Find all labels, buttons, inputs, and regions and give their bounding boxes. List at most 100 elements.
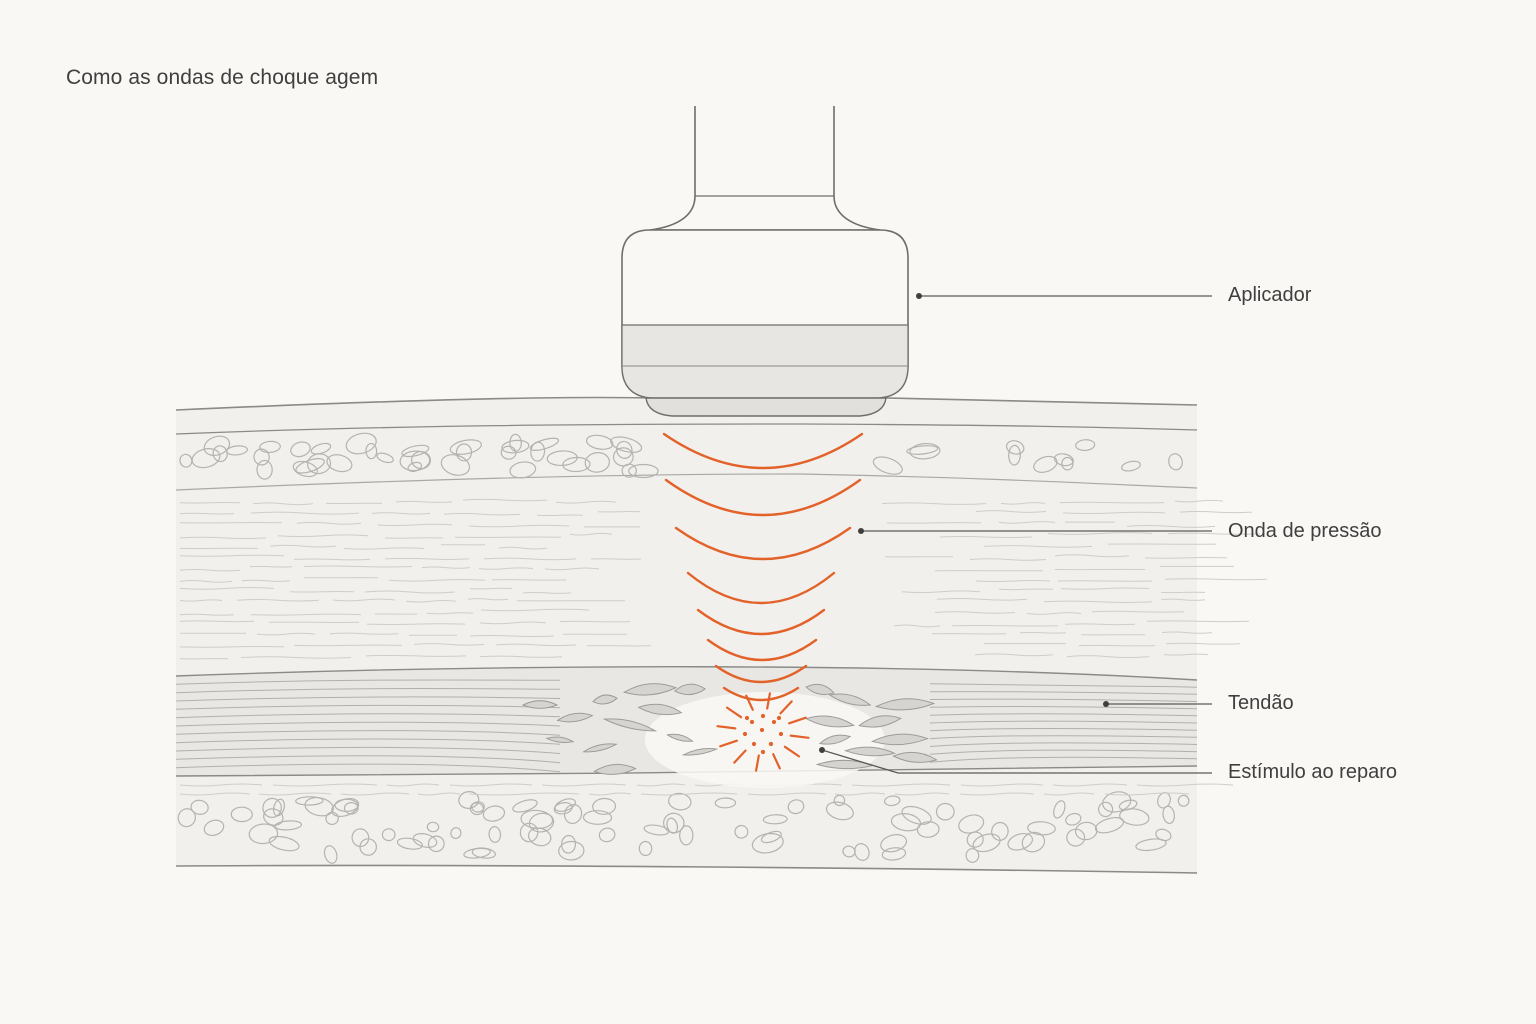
fat-cell xyxy=(585,434,614,450)
soft-fiber xyxy=(377,523,453,527)
soft-fiber xyxy=(479,655,563,658)
fiber-fragment xyxy=(843,746,897,757)
fat-cell xyxy=(1065,812,1082,826)
burst-ray xyxy=(745,694,754,711)
tendon-fiber xyxy=(175,696,561,702)
soft-fiber xyxy=(851,783,951,787)
diagram-title: Como as ondas de choque agem xyxy=(66,66,379,89)
soft-fiber xyxy=(1179,511,1253,514)
fat-cell xyxy=(412,833,438,848)
fat-cell xyxy=(598,827,616,843)
burst-dot xyxy=(778,731,784,737)
burst-ray xyxy=(733,749,747,764)
skin-layer-line xyxy=(175,423,1198,435)
fiber-fragment xyxy=(673,683,707,696)
fat-cell xyxy=(1074,821,1098,841)
soft-fiber xyxy=(536,514,584,516)
fat-cell xyxy=(916,821,940,838)
fat-layer-bottom-line xyxy=(175,473,1198,491)
fat-cell xyxy=(1155,828,1172,842)
label-repair-stimulus: Estímulo ao reparo xyxy=(1228,761,1397,783)
fat-cell xyxy=(1075,439,1096,452)
pressure-wave-arc xyxy=(714,664,808,684)
tendon-fiber xyxy=(929,706,1198,710)
fat-cell xyxy=(1021,831,1046,853)
tendon-fiber xyxy=(929,749,1198,755)
fat-cell xyxy=(734,824,749,839)
soft-fiber xyxy=(365,654,467,657)
fat-cell xyxy=(471,801,485,813)
soft-fiber xyxy=(1047,532,1153,535)
soft-fiber xyxy=(462,498,548,502)
fat-cell xyxy=(359,838,377,856)
fiber-fragment xyxy=(545,736,575,743)
fat-cell xyxy=(592,797,617,815)
soft-fiber xyxy=(1064,623,1136,626)
fat-cell xyxy=(991,821,1009,841)
soft-fiber xyxy=(1126,524,1216,528)
pressure-wave-arc xyxy=(722,686,800,702)
soft-fiber xyxy=(249,565,293,568)
soft-fiber xyxy=(974,653,1054,657)
fat-cell xyxy=(512,799,538,813)
soft-fiber xyxy=(426,612,474,615)
fat-cell xyxy=(488,826,502,843)
applicator-handle xyxy=(649,106,881,231)
fiber-fragment xyxy=(874,698,936,711)
soft-fiber xyxy=(495,643,577,647)
soft-fiber xyxy=(479,621,547,625)
fat-cell xyxy=(935,802,955,821)
soft-fiber xyxy=(366,623,466,625)
fat-cell xyxy=(449,439,482,455)
fat-cell xyxy=(268,835,300,852)
fat-cell xyxy=(509,461,537,479)
fat-cell xyxy=(1008,444,1021,466)
fat-cell xyxy=(1121,460,1141,472)
burst-ray xyxy=(787,716,807,725)
soft-fiber xyxy=(179,620,255,623)
soft-fiber xyxy=(541,783,627,787)
soft-fiber xyxy=(636,783,686,787)
soft-fiber xyxy=(1163,653,1209,656)
fat-cell xyxy=(469,802,484,816)
fat-cell xyxy=(399,450,431,472)
burst-ray xyxy=(789,734,810,739)
soft-fiber xyxy=(1043,600,1153,603)
soft-fiber xyxy=(179,512,235,515)
tendon-fiber xyxy=(175,704,561,710)
soft-fiber xyxy=(277,534,369,537)
fiber-fragment xyxy=(805,683,835,696)
tendon-fiber xyxy=(175,687,561,694)
fat-cell xyxy=(401,444,430,458)
soft-fiber xyxy=(1161,631,1213,634)
fat-cell xyxy=(290,441,311,458)
fat-cell xyxy=(230,806,253,823)
soft-fiber xyxy=(417,792,461,796)
leader-applicator-dot xyxy=(916,293,922,299)
burst-ray xyxy=(766,692,772,710)
fat-cell xyxy=(663,812,685,834)
soft-fiber xyxy=(983,545,1093,548)
soft-fiber xyxy=(179,554,285,557)
fat-cell xyxy=(248,823,279,845)
fiber-fragment xyxy=(870,733,930,746)
soft-fiber xyxy=(1019,632,1067,634)
tissue-bottom-line xyxy=(175,864,1198,874)
fat-cell xyxy=(787,799,805,815)
tendon-fiber xyxy=(929,713,1198,717)
burst-dot xyxy=(751,741,757,747)
soft-fiber xyxy=(491,579,567,581)
tendon-fibers xyxy=(175,679,1198,773)
soft-fiber xyxy=(343,547,425,550)
tendon-fiber xyxy=(175,746,561,754)
fat-cell xyxy=(714,797,737,809)
leader-tendon-dot xyxy=(1103,701,1109,707)
fat-cells-upper xyxy=(179,432,1183,480)
soft-fiber xyxy=(893,624,941,628)
tendon-fiber xyxy=(175,730,561,736)
pressure-waves xyxy=(662,432,864,702)
soft-fiber xyxy=(252,502,314,506)
soft-fiber xyxy=(329,632,399,635)
soft-fiber xyxy=(272,783,378,787)
soft-fiber xyxy=(1052,783,1128,787)
